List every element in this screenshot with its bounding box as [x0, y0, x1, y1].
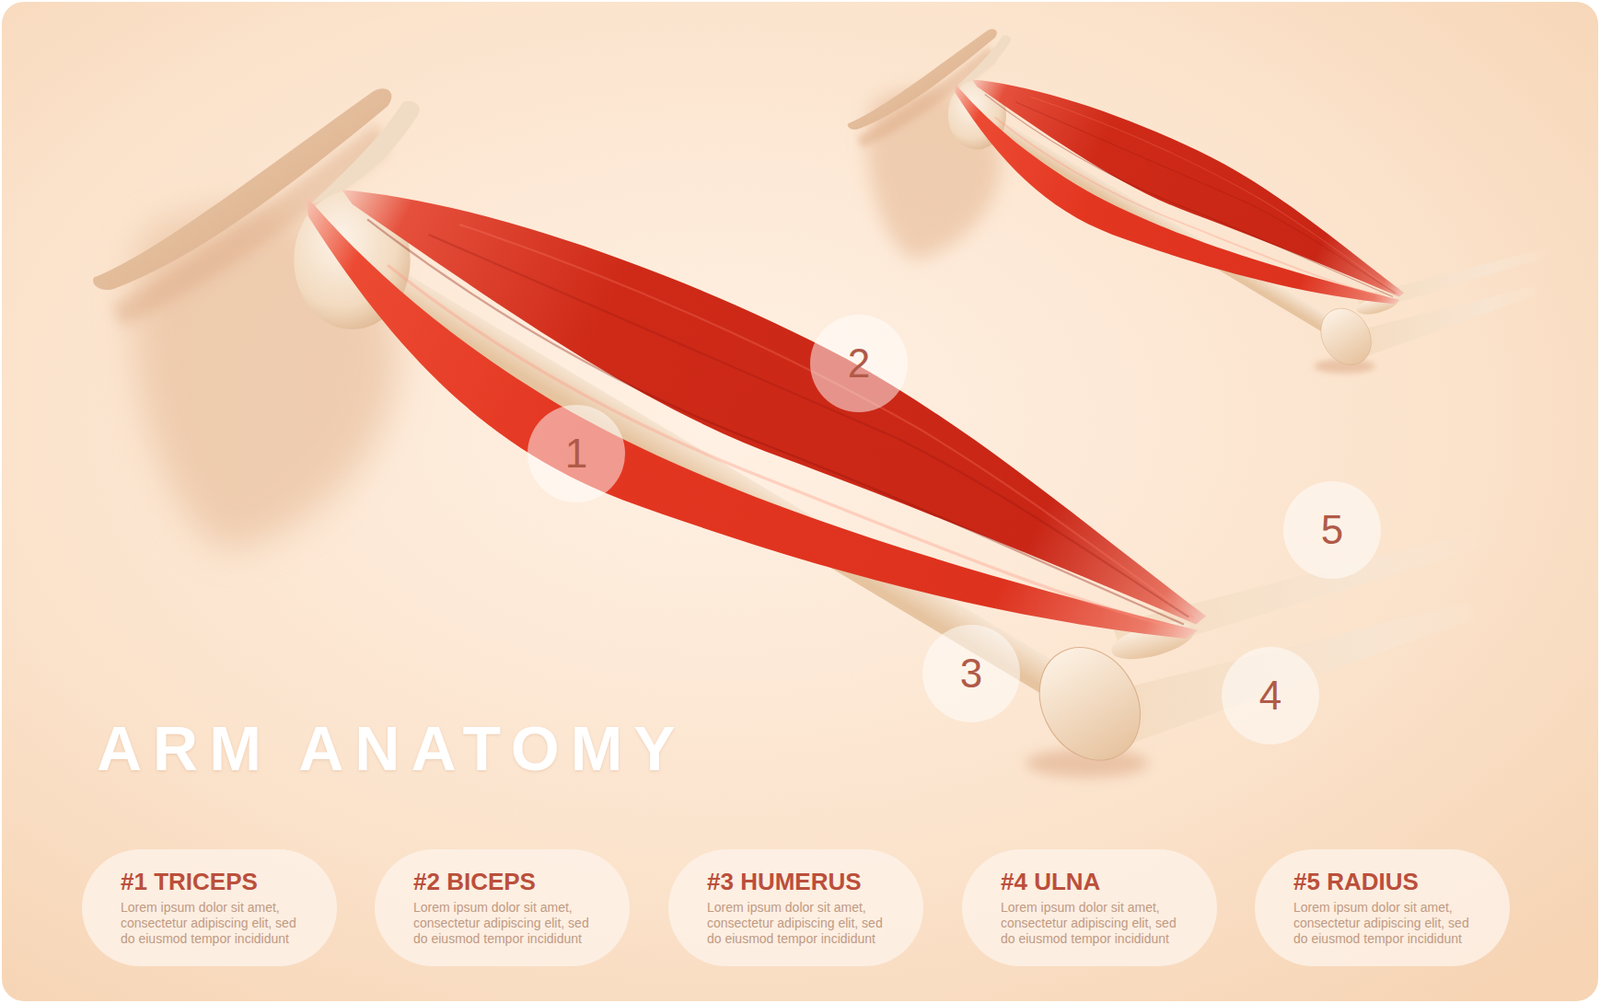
pill-fill: [81, 849, 337, 967]
callout-circle-fill: [527, 405, 626, 503]
info-pill: #3 HUMERUS Lorem ipsum dolor sit amet, co…: [668, 849, 924, 967]
main-arm-figure: [92, 88, 1504, 779]
info-pill: #5 RADIUS Lorem ipsum dolor sit amet, con…: [1254, 849, 1510, 967]
pill-heading: #1 TRICEPS: [120, 868, 310, 896]
pill-body: Lorem ipsum dolor sit amet, consectetur …: [1000, 900, 1190, 948]
callout-number: 2: [847, 343, 870, 384]
info-pill: #4 ULNA Lorem ipsum dolor sit amet, conse…: [962, 849, 1218, 967]
pill-body: Lorem ipsum dolor sit amet, consectetur …: [707, 900, 896, 948]
pill-body: Lorem ipsum dolor sit amet, consectetur …: [1293, 900, 1483, 948]
pill-body: Lorem ipsum dolor sit amet, consectetur …: [120, 900, 310, 948]
callout-circle-fill: [1283, 481, 1381, 580]
small-arm-figure: [847, 28, 1554, 374]
callout-number: 1: [565, 433, 588, 475]
pill-fill: [374, 849, 630, 967]
pill-body: Lorem ipsum dolor sit amet, consectetur …: [413, 900, 603, 948]
callout-circle: 1: [527, 405, 626, 503]
callout-circle: 5: [1283, 481, 1381, 580]
callout-circle: 3: [922, 625, 1021, 723]
callout-circle: 2: [810, 314, 908, 413]
pill-heading: #3 HUMERUS: [707, 868, 896, 896]
callout-number: 4: [1259, 675, 1282, 717]
info-pill: #1 TRICEPS Lorem ipsum dolor sit amet, co…: [81, 849, 337, 967]
diagram-title: ARM ANATOMY: [96, 717, 687, 780]
callout-circle: 4: [1221, 647, 1320, 745]
pill-fill: [1254, 849, 1510, 967]
callout-circle-fill: [810, 314, 908, 413]
callout-number: 5: [1321, 510, 1344, 551]
callout-circle-fill: [922, 625, 1021, 723]
pill-fill: [668, 849, 924, 967]
info-pill: #2 BICEPS Lorem ipsum dolor sit amet, con…: [374, 849, 630, 967]
pill-heading: #2 BICEPS: [413, 868, 603, 896]
pill-heading: #5 RADIUS: [1293, 868, 1483, 896]
pill-heading: #4 ULNA: [1000, 868, 1190, 896]
callout-circle-fill: [1221, 647, 1320, 745]
pill-fill: [962, 849, 1218, 967]
callout-number: 3: [960, 653, 983, 695]
